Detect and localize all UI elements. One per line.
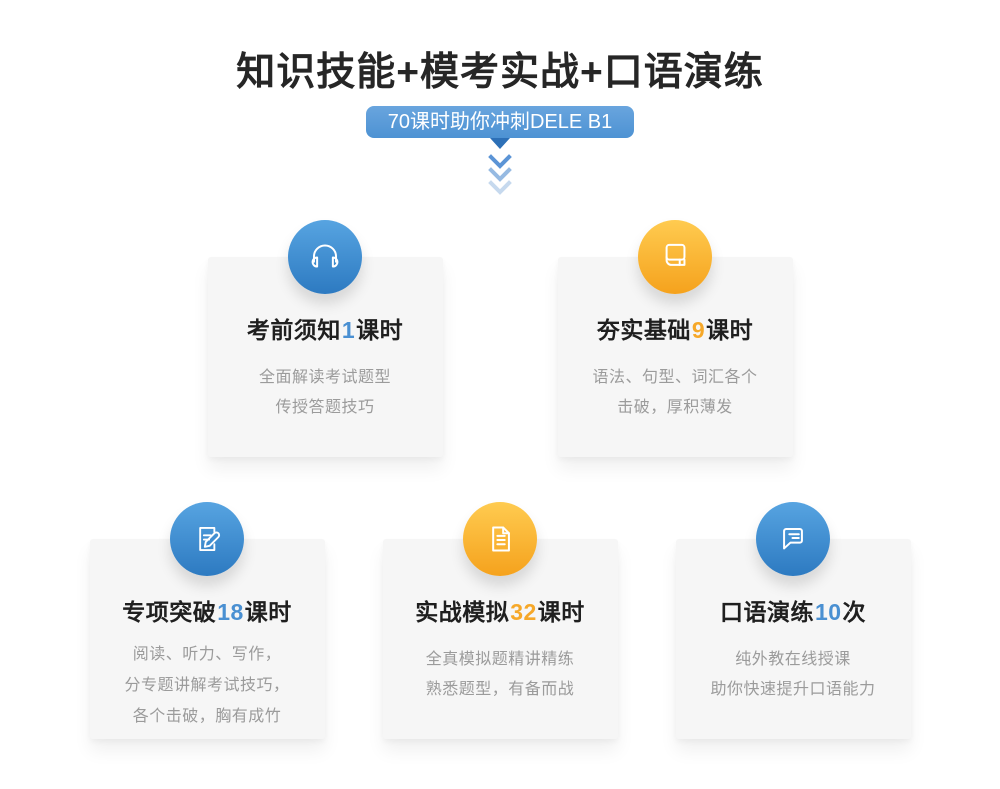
card-title: 实战模拟32课时 (383, 539, 618, 627)
card-description: 语法、句型、词汇各个 击破，厚积薄发 (558, 363, 793, 423)
card-title-suffix: 课时 (706, 317, 754, 343)
description-line: 助你快速提升口语能力 (710, 681, 876, 698)
description-line: 熟悉题型，有备而战 (425, 681, 575, 698)
headphones-icon (288, 220, 362, 294)
card-pre-exam: 考前须知1课时 全面解读考试题型 传授答题技巧 (207, 220, 443, 457)
description-line: 各个击破，胸有成竹 (132, 708, 282, 725)
card-description: 阅读、听力、写作， 分专题讲解考试技巧， 各个击破，胸有成竹 (90, 639, 325, 732)
card-title-number: 18 (217, 599, 244, 625)
card-foundation: 夯实基础9课时 语法、句型、词汇各个 击破，厚积薄发 (557, 220, 793, 457)
description-line: 全真模拟题精讲精练 (425, 651, 575, 668)
card-title-prefix: 口语演练 (719, 599, 814, 625)
description-line: 击破，厚积薄发 (617, 399, 733, 416)
card-title: 考前须知1课时 (208, 257, 443, 345)
cards-row-bottom: 专项突破18课时 阅读、听力、写作， 分专题讲解考试技巧， 各个击破，胸有成竹 … (0, 502, 1000, 739)
card-title-prefix: 专项突破 (122, 599, 217, 625)
card-title-prefix: 考前须知 (246, 317, 341, 343)
description-line: 语法、句型、词汇各个 (592, 369, 758, 386)
speech-bubble-icon (756, 502, 830, 576)
card-title-suffix: 课时 (537, 599, 585, 625)
card-title-number: 10 (814, 599, 842, 625)
card-title-number: 9 (691, 317, 706, 343)
book-icon (638, 220, 712, 294)
card-title-prefix: 实战模拟 (415, 599, 510, 625)
card-description: 全真模拟题精讲精练 熟悉题型，有备而战 (383, 645, 618, 705)
card-speaking-practice: 口语演练10次 纯外教在线授课 助你快速提升口语能力 (675, 502, 911, 739)
card-description: 全面解读考试题型 传授答题技巧 (208, 363, 443, 423)
description-line: 全面解读考试题型 (258, 369, 391, 386)
card-title: 口语演练10次 (676, 539, 911, 627)
description-line: 阅读、听力、写作， (132, 646, 282, 663)
cards-row-top: 考前须知1课时 全面解读考试题型 传授答题技巧 夯实基础9课时 语法、句型、词汇… (0, 220, 1000, 457)
card-mock-exam: 实战模拟32课时 全真模拟题精讲精练 熟悉题型，有备而战 (382, 502, 618, 739)
document-icon (463, 502, 537, 576)
description-line: 传授答题技巧 (275, 399, 375, 416)
description-line: 纯外教在线授课 (735, 651, 851, 668)
card-title-suffix: 次 (842, 599, 867, 625)
description-line: 分专题讲解考试技巧， (124, 677, 290, 694)
document-pencil-icon (170, 502, 244, 576)
card-title: 专项突破18课时 (90, 539, 325, 627)
card-title: 夯实基础9课时 (558, 257, 793, 345)
badge-pointer (490, 138, 510, 149)
page-title: 知识技能+模考实战+口语演练 (236, 51, 764, 94)
course-hours-badge: 70课时助你冲刺DELE B1 (365, 106, 635, 138)
card-title-suffix: 课时 (356, 317, 404, 343)
card-title-number: 32 (510, 599, 537, 625)
card-special-breakthrough: 专项突破18课时 阅读、听力、写作， 分专题讲解考试技巧， 各个击破，胸有成竹 (89, 502, 325, 739)
card-title-suffix: 课时 (244, 599, 292, 625)
card-description: 纯外教在线授课 助你快速提升口语能力 (676, 645, 911, 705)
card-title-prefix: 夯实基础 (596, 317, 691, 343)
chevron-down-icon (0, 153, 1000, 197)
card-title-number: 1 (341, 317, 356, 343)
